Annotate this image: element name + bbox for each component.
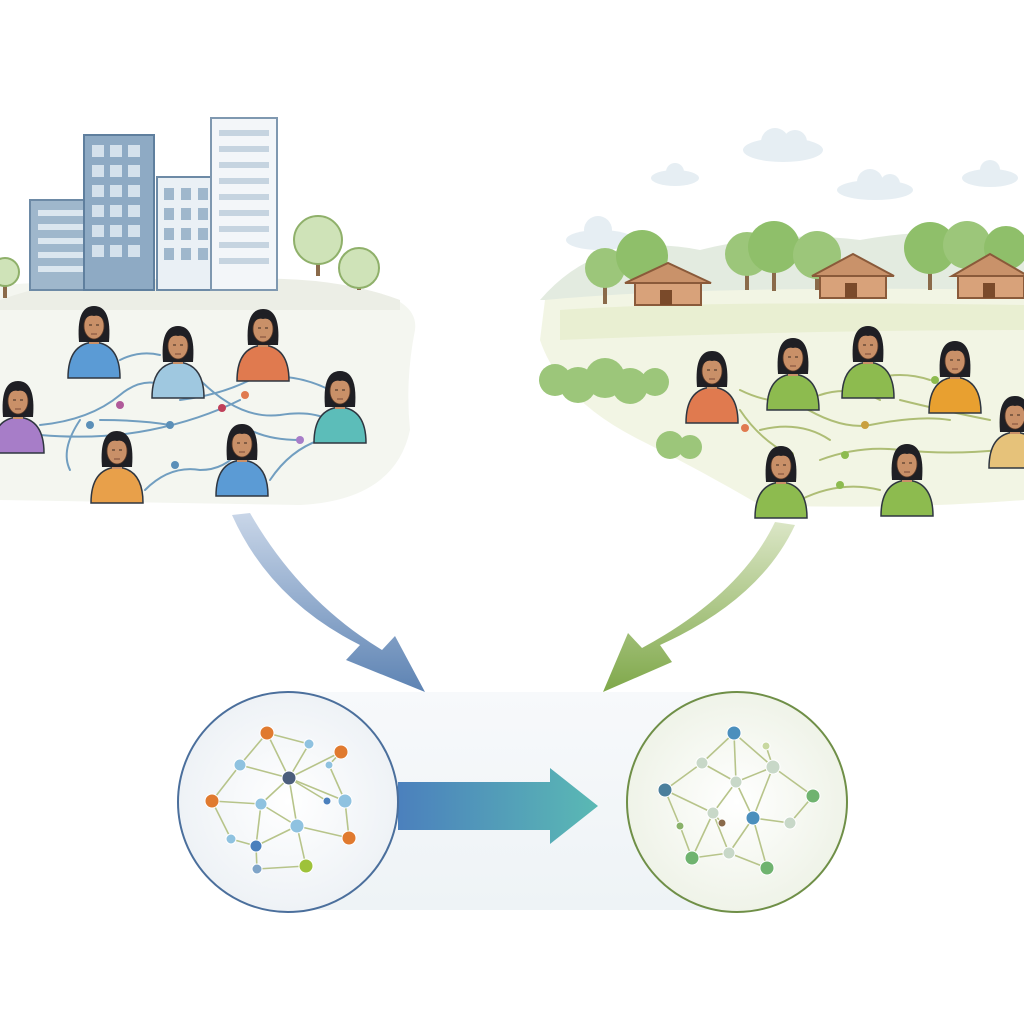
network-node <box>233 758 247 772</box>
network-node <box>204 793 220 809</box>
left-down-arrow <box>232 513 425 692</box>
network-node <box>706 806 720 820</box>
tree-icon <box>748 221 800 291</box>
network-node <box>303 738 315 750</box>
network-edge <box>733 732 774 768</box>
network-node <box>729 775 743 789</box>
cloud-icon <box>743 128 823 162</box>
network-node <box>341 830 357 846</box>
rural-scene <box>539 128 1024 519</box>
rural-field <box>560 303 1024 340</box>
network-edge <box>664 789 714 814</box>
network-node <box>337 793 353 809</box>
person-icon <box>988 396 1024 469</box>
barn-house-icon <box>624 261 712 306</box>
office-building-icon <box>83 134 155 291</box>
person-icon <box>928 341 982 414</box>
tree-icon <box>293 215 343 276</box>
network-node <box>281 770 297 786</box>
network-edge <box>712 812 730 854</box>
person-icon <box>880 444 934 517</box>
network-edge <box>296 825 350 839</box>
person-icon <box>215 424 269 497</box>
network-edge <box>266 732 290 779</box>
bush-cluster <box>539 358 702 459</box>
center-right-arrow <box>398 768 598 844</box>
network-edge <box>664 762 703 791</box>
network-node <box>761 741 771 751</box>
rural-network-graph <box>657 725 821 876</box>
person-icon <box>841 326 895 399</box>
network-node <box>684 850 700 866</box>
network-edge <box>239 764 290 779</box>
network-node <box>675 821 685 831</box>
urban-scene <box>0 117 416 505</box>
network-edge <box>752 817 768 869</box>
urban-people <box>0 306 367 504</box>
cloud-icon <box>837 169 913 200</box>
network-edge <box>255 803 262 847</box>
network-node <box>726 725 742 741</box>
person-icon <box>685 351 739 424</box>
rural-people <box>685 326 1024 519</box>
network-edge <box>255 825 298 847</box>
network-node <box>783 816 797 830</box>
person-icon <box>90 431 144 504</box>
network-node <box>695 756 709 770</box>
network-node <box>249 839 263 853</box>
right-down-arrow <box>603 522 795 692</box>
network-node <box>745 810 761 826</box>
network-node <box>251 863 263 875</box>
network-node <box>805 788 821 804</box>
network-edge <box>211 800 262 805</box>
person-icon <box>0 381 45 454</box>
cloud-icon <box>566 216 634 250</box>
network-edge <box>288 777 298 827</box>
barn-house-icon <box>811 252 895 299</box>
network-node <box>254 797 268 811</box>
person-icon <box>151 326 205 399</box>
network-node <box>259 725 275 741</box>
network-edge <box>256 865 307 870</box>
tree-icon <box>585 248 625 304</box>
network-edge <box>752 766 774 819</box>
person-icon <box>754 446 808 519</box>
network-node <box>322 796 332 806</box>
network-node <box>333 744 349 760</box>
network-node <box>324 760 334 770</box>
person-icon <box>313 371 367 444</box>
network-edge <box>288 777 346 802</box>
tree-icon <box>0 257 20 298</box>
network-node <box>657 782 673 798</box>
office-building-icon <box>210 117 278 291</box>
network-node <box>765 759 781 775</box>
urban-network-nodes <box>86 391 304 469</box>
person-icon <box>236 309 290 382</box>
network-node <box>759 860 775 876</box>
rural-network-circle <box>626 691 848 913</box>
network-edge <box>211 764 241 802</box>
network-node <box>298 858 314 874</box>
network-edge <box>288 751 342 779</box>
network-edge <box>733 732 737 783</box>
person-icon <box>766 338 820 411</box>
tree-icon <box>904 222 956 290</box>
urban-network-graph <box>204 725 357 875</box>
barn-house-icon <box>948 252 1024 299</box>
tree-icon <box>338 247 380 290</box>
person-icon <box>67 306 121 379</box>
urban-network-circle <box>177 691 399 913</box>
network-node <box>717 818 727 828</box>
network-edge <box>691 812 714 859</box>
network-node <box>225 833 237 845</box>
network-edge <box>772 766 814 797</box>
cloud-icon <box>962 160 1018 187</box>
network-node <box>722 846 736 860</box>
network-node <box>289 818 305 834</box>
cloud-icon <box>651 163 699 186</box>
